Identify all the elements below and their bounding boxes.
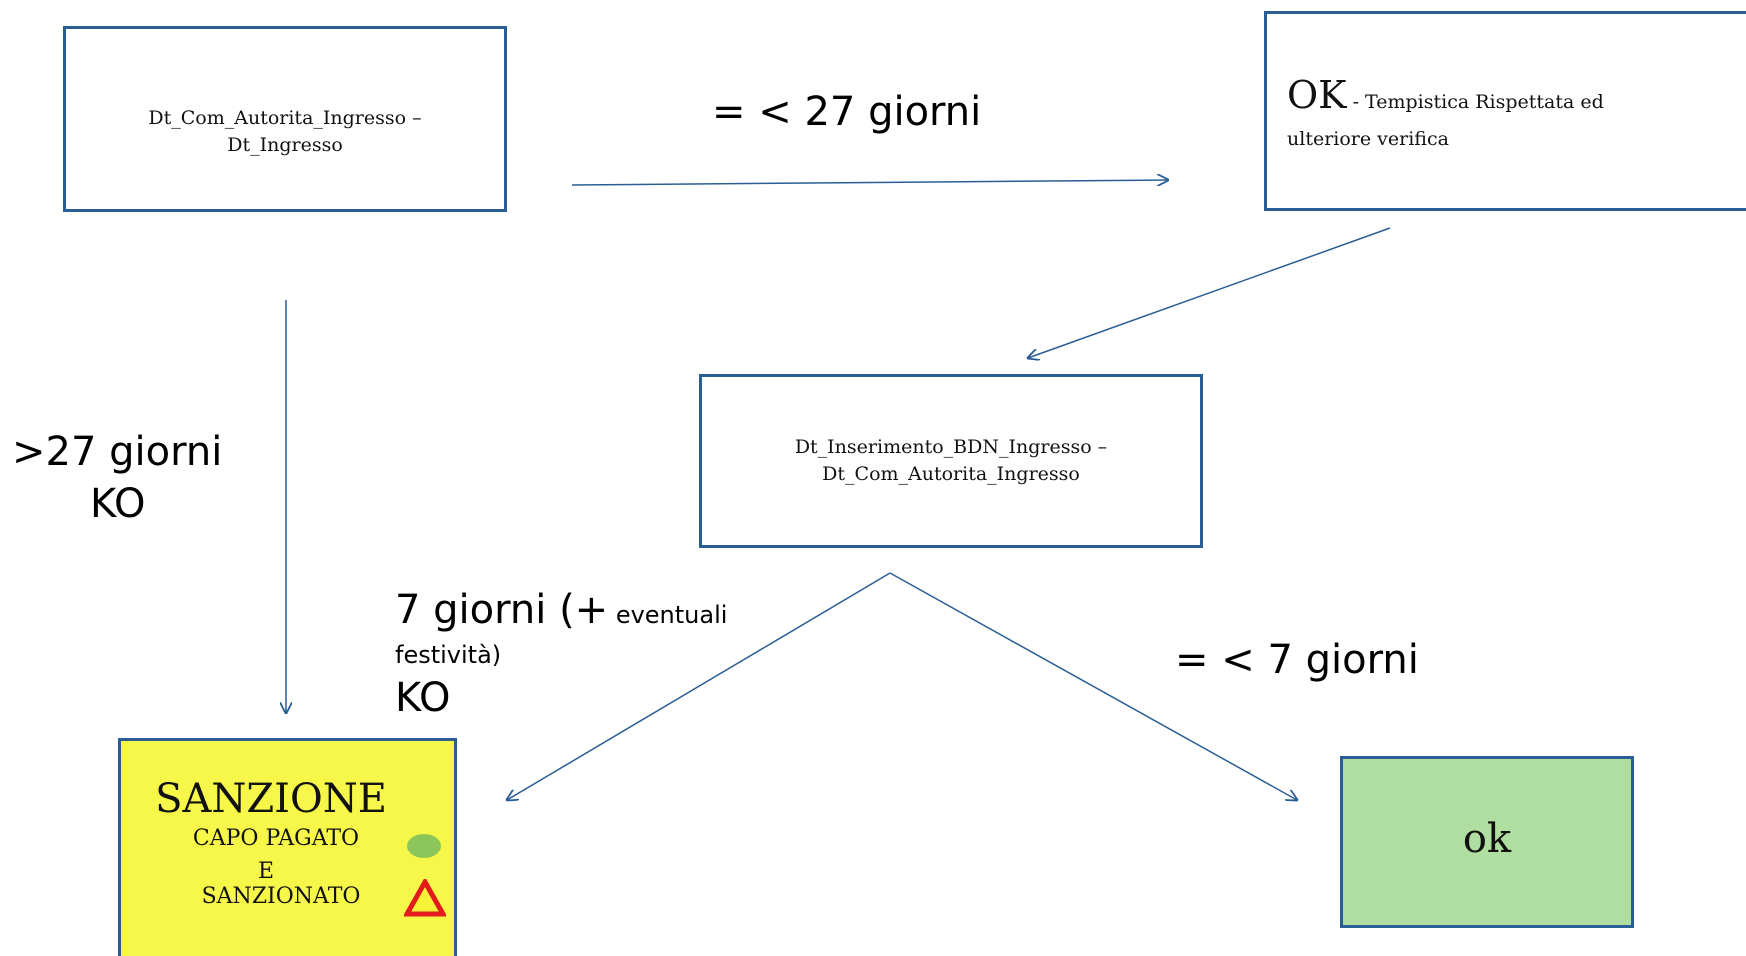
label-start-to-ok: = < 27 giorni (712, 89, 982, 135)
arrow-middle-to-sanzione (507, 572, 891, 800)
arrow-middle-to-ok (889, 572, 1297, 800)
node-start-line1: Dt_Com_Autorita_Ingresso – (148, 107, 422, 129)
node-sanzione-title: SANZIONE (155, 776, 387, 822)
node-start-line2: Dt_Ingresso (227, 134, 343, 156)
node-ok-bottom: ok (1340, 756, 1634, 928)
node-ok-top-rest1: - Tempistica Rispettata ed (1346, 91, 1604, 113)
label-middle-to-sanzione: 7 giorni (+ eventuali (395, 587, 727, 641)
node-sanzione-line1: CAPO PAGATO (192, 826, 360, 851)
node-middle: Dt_Inserimento_BDN_Ingresso – Dt_Com_Aut… (699, 374, 1203, 548)
node-sanzione-line3: SANZIONATO (201, 884, 361, 909)
label-middle-to-sanzione-small1: eventuali (608, 601, 728, 629)
label-middle-to-sanzione-small2: festività) (395, 641, 502, 669)
label-middle-to-sanzione-plus: + (574, 587, 609, 633)
node-ok-top-rest2: ulteriore verifica (1287, 128, 1449, 150)
node-ok-bottom-text: ok (1462, 816, 1512, 862)
node-start-text: Dt_Com_Autorita_Ingresso – Dt_Ingresso (66, 105, 504, 159)
green-circle-icon (407, 834, 441, 858)
node-sanzione: SANZIONE CAPO PAGATO E SANZIONATO (118, 738, 457, 956)
node-ok-top: OK - Tempistica Rispettata ed ulteriore … (1264, 11, 1746, 211)
label-start-to-sanzione-1: >27 giorni (12, 429, 223, 475)
node-ok-top-big: OK (1287, 73, 1347, 117)
warning-triangle-icon (404, 879, 446, 917)
label-middle-to-ok: = < 7 giorni (1175, 637, 1419, 683)
node-middle-line2: Dt_Com_Autorita_Ingresso (822, 463, 1080, 485)
node-start: Dt_Com_Autorita_Ingresso – Dt_Ingresso (63, 26, 507, 212)
node-sanzione-line2: E (257, 859, 275, 884)
node-ok-top-text: OK - Tempistica Rispettata ed (1287, 76, 1604, 120)
label-start-to-sanzione-2: KO (90, 481, 146, 527)
arrow-start-to-ok (571, 180, 1168, 185)
node-middle-text: Dt_Inserimento_BDN_Ingresso – Dt_Com_Aut… (702, 434, 1200, 488)
label-middle-to-sanzione-ko: KO (395, 675, 451, 721)
label-middle-to-sanzione-main: 7 giorni ( (395, 587, 575, 633)
node-middle-line1: Dt_Inserimento_BDN_Ingresso – (794, 436, 1108, 458)
arrow-ok-to-middle (1028, 227, 1391, 358)
